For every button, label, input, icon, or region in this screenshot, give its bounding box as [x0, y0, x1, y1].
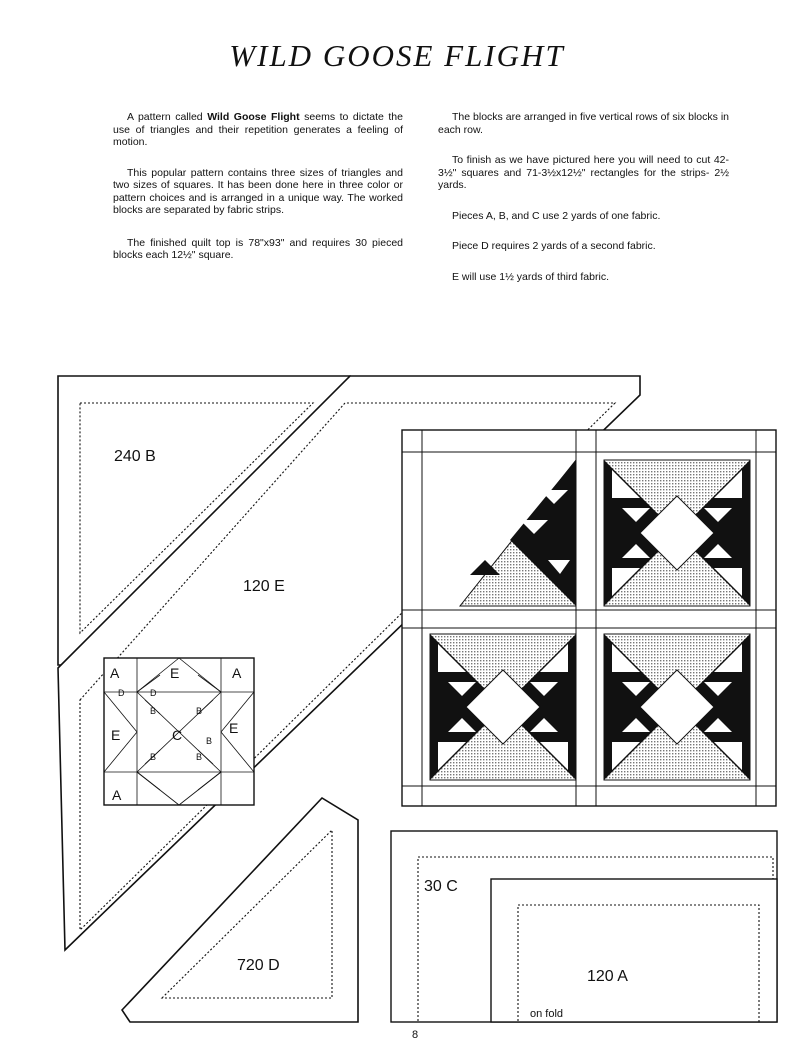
intro-paragraph: A pattern called Wild Goose Flight seems… — [113, 111, 403, 149]
block-diagram: A A A E E E C B B B B D D B — [103, 657, 255, 806]
e-fabric-paragraph: E will use 1½ yards of third fabric. — [452, 270, 609, 283]
quilt-block — [603, 633, 751, 781]
pattern-name: Wild Goose Flight — [207, 111, 300, 123]
block-letter-a: A — [110, 665, 120, 681]
block-letter-a: A — [112, 787, 122, 803]
template-b-label: 240 B — [114, 448, 156, 465]
description-paragraph: This popular pattern contains three size… — [113, 166, 403, 217]
arrangement-paragraph: The blocks are arranged in five vertical… — [438, 111, 729, 136]
quilt-block-partial — [458, 458, 577, 607]
block-letter-b: B — [206, 736, 212, 746]
template-a-label: 120 A — [587, 968, 628, 985]
block-letter-b: B — [150, 752, 156, 762]
d-fabric-paragraph: Piece D requires 2 yards of a second fab… — [452, 240, 656, 252]
size-paragraph: The finished quilt top is 78"x93" and re… — [113, 236, 403, 262]
template-d-label: 720 D — [237, 957, 280, 974]
block-letter-d: D — [150, 688, 157, 698]
block-letter-b: B — [196, 752, 202, 762]
intro-lead: A pattern called — [127, 111, 208, 123]
quilt-block — [429, 633, 577, 781]
block-letter-a: A — [232, 665, 242, 681]
block-letter-c: C — [172, 727, 182, 743]
quilt-illustration — [401, 429, 777, 807]
block-letter-d: D — [118, 688, 125, 698]
intro-rest: seems to dictate the use of triangles an… — [113, 111, 403, 148]
template-d: 720 D — [120, 796, 359, 1023]
page-number: 8 — [412, 1029, 419, 1041]
abc-fabric-paragraph: Pieces A, B, and C use 2 yards of one fa… — [452, 209, 661, 222]
quilt-block — [603, 459, 751, 607]
page-title: WILD GOOSE FLIGHT — [229, 38, 565, 73]
template-c-label: 30 C — [424, 878, 458, 895]
block-letter-e: E — [111, 727, 120, 743]
block-letter-e: E — [170, 665, 179, 681]
template-e-label: 120 E — [243, 578, 285, 595]
fold-label: on fold — [530, 1008, 563, 1020]
block-letter-b: B — [196, 706, 202, 716]
right-text-column: The blocks are arranged in five vertical… — [438, 111, 729, 301]
block-letter-e: E — [229, 720, 238, 736]
block-letter-b: B — [150, 706, 156, 716]
left-text-column: A pattern called Wild Goose Flight seems… — [113, 111, 403, 280]
cutting-paragraph: To finish as we have pictured here you w… — [438, 154, 729, 191]
template-a: 120 A on fold — [490, 878, 778, 1023]
